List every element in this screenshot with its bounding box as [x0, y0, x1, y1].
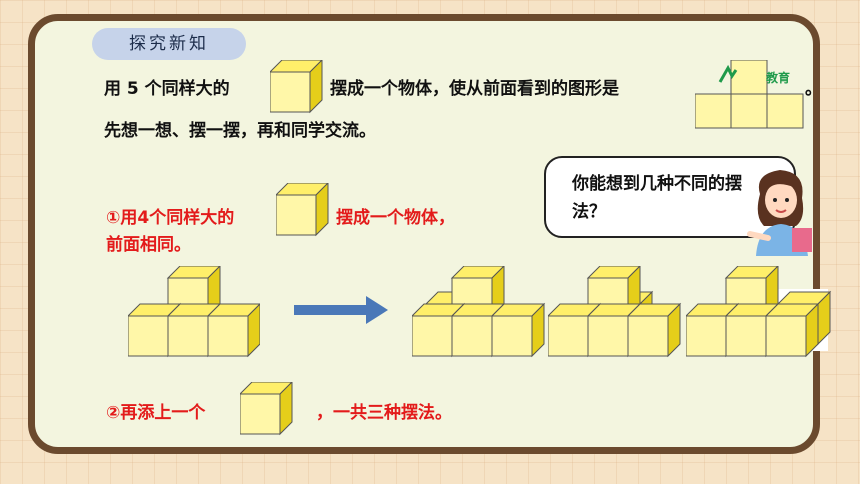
step1-text-c: 前面相同。: [106, 235, 191, 255]
cube-arrangement-c: [686, 266, 831, 357]
section-label: 探究新知: [92, 28, 246, 60]
problem-text-1a: 用 5 个同样大的: [104, 79, 230, 99]
step1-text-b: 摆成一个物体，: [336, 208, 455, 228]
front-view-icon: [695, 60, 804, 129]
logo-text: 教育: [765, 70, 790, 85]
cube-icon: [240, 382, 293, 435]
teacher-icon: [747, 170, 812, 256]
cube-icon: [276, 183, 329, 236]
logo-icon: 教育: [718, 64, 790, 85]
problem-text-1-end: 。: [805, 79, 822, 99]
problem-text-2: 先想一想、摆一摆，再和同学交流。: [104, 121, 376, 141]
cube-arrangement-a: [412, 266, 545, 357]
bubble-question: 你能想到几种不同的摆法？: [572, 174, 742, 222]
cube-arrangement-b: [548, 266, 681, 357]
cube-arrangement-base: [128, 266, 260, 357]
cube-icon: [270, 60, 323, 113]
arrow-right-icon: [294, 296, 388, 324]
step2-text-b: ，一共三种摆法。: [316, 403, 452, 423]
problem-text-1b: 摆成一个物体，使从前面看到的图形是: [330, 79, 619, 99]
step2-text-a: ②再添上一个: [106, 403, 206, 423]
step1-text-a: ①用4个同样大的: [106, 208, 235, 228]
